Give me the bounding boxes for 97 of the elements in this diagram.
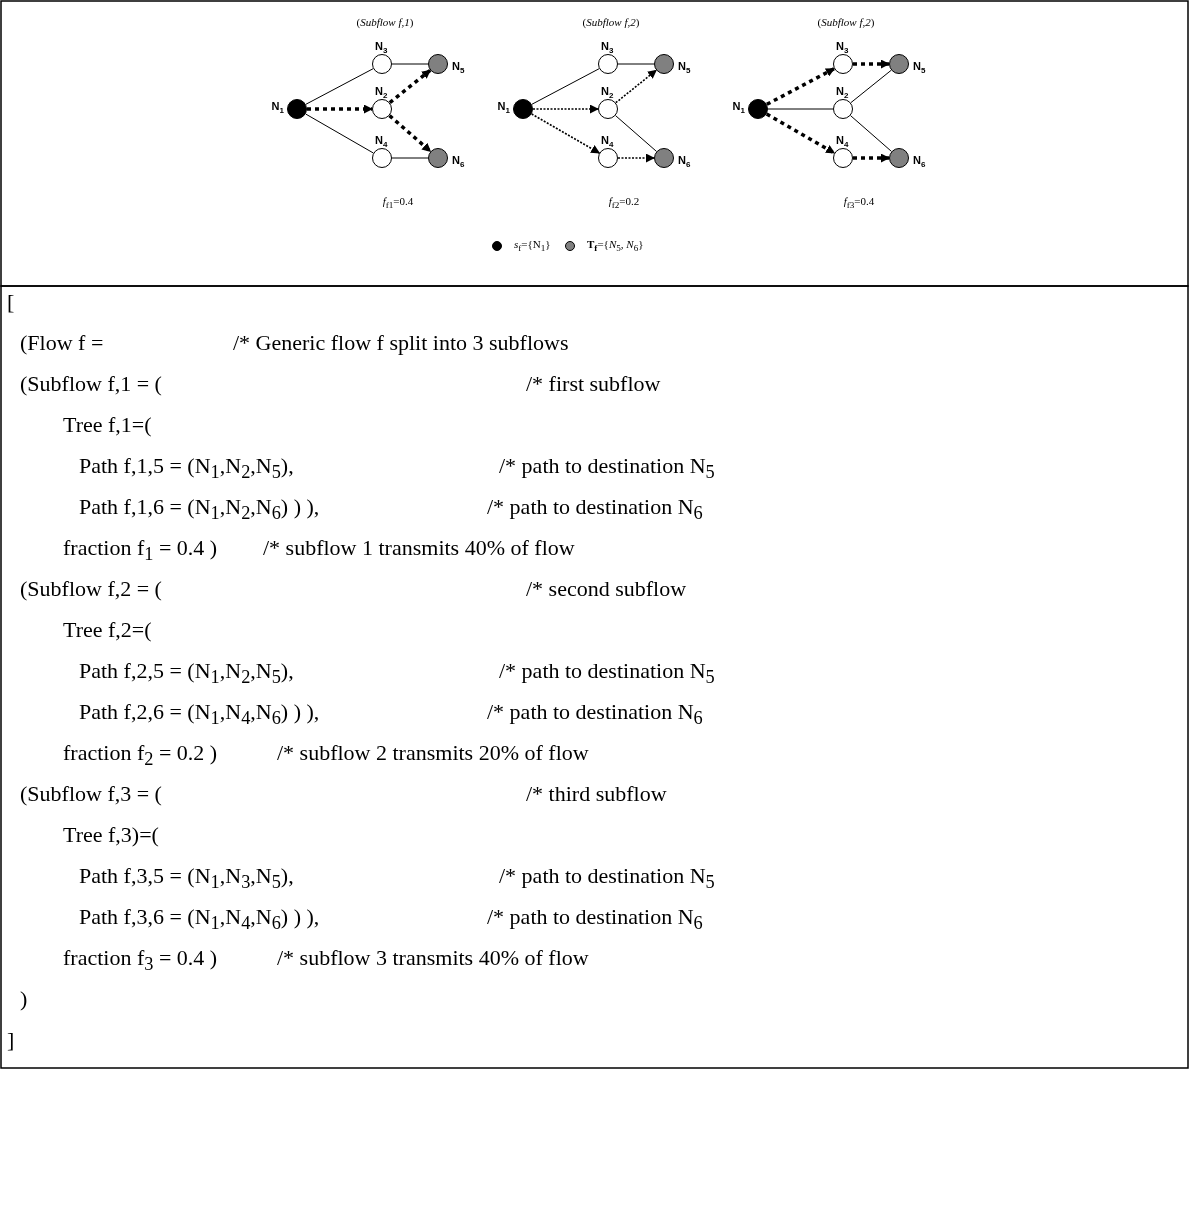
node-circle xyxy=(287,99,307,119)
node-label: N$_{2}$ xyxy=(601,85,614,103)
node-circle xyxy=(654,54,674,74)
code-line: /* path to destination N$_{6}$ xyxy=(487,700,703,729)
code-line: ] xyxy=(7,1028,15,1053)
node-circle xyxy=(598,148,618,168)
code-line: /* second subflow xyxy=(526,577,687,602)
code-line: /* path to destination N$_{5}$ xyxy=(499,454,715,483)
code-line: ) xyxy=(20,987,28,1012)
node-circle xyxy=(833,99,853,119)
fraction-caption: f$_{f1}$=0.4 xyxy=(382,195,414,211)
node-label: N$_{4}$ xyxy=(375,134,388,152)
legend-text: s$_{f}$={N$_{1}$} xyxy=(514,238,551,254)
code-line: /* subflow 2 transmits 20% of flow xyxy=(277,741,589,766)
graph-title: (Subflow f,2) xyxy=(817,16,875,29)
node-label: N$_{1}$ xyxy=(271,100,284,118)
arrow xyxy=(615,69,657,104)
node-circle xyxy=(654,148,674,168)
code-line: Path f,3,6 = (N$_{1}$,N$_{4}$,N$_{6}$) ) ), xyxy=(79,905,320,934)
legend-text: T$_{f}$={N$_{5}$, N$_{6}$} xyxy=(587,238,644,254)
code-line: /* path to destination N$_{6}$ xyxy=(487,495,703,524)
code-line: fraction f$_{1}$ = 0.4 ) xyxy=(63,536,218,565)
graph-title: (Subflow f,1) xyxy=(356,16,414,29)
node-label: N$_{4}$ xyxy=(836,134,849,152)
link-line xyxy=(391,63,429,65)
node-label: N$_{2}$ xyxy=(375,85,388,103)
code-line: /* path to destination N$_{5}$ xyxy=(499,864,715,893)
node-circle xyxy=(748,99,768,119)
link-line xyxy=(391,157,429,159)
node-label: N$_{1}$ xyxy=(497,100,510,118)
code-line: fraction f$_{2}$ = 0.2 ) xyxy=(63,741,218,770)
fraction-caption: f$_{f2}$=0.2 xyxy=(608,195,640,211)
node-circle xyxy=(372,148,392,168)
arrow xyxy=(765,112,836,155)
node-circle xyxy=(513,99,533,119)
code-line: (Subflow f,3 = ( xyxy=(20,782,162,807)
arrow xyxy=(307,104,373,114)
code-line: [ xyxy=(7,290,15,315)
node-circle xyxy=(372,99,392,119)
code-line: fraction f$_{3}$ = 0.4 ) xyxy=(63,946,218,975)
node-circle xyxy=(428,54,448,74)
node-label: N$_{3}$ xyxy=(601,40,614,58)
code-line: Path f,2,5 = (N$_{1}$,N$_{2}$,N$_{5}$), xyxy=(79,659,294,688)
code-line: Path f,2,6 = (N$_{1}$,N$_{4}$,N$_{6}$) ) ), xyxy=(79,700,320,729)
link-line xyxy=(305,113,374,154)
node-circle xyxy=(428,148,448,168)
node-circle xyxy=(372,54,392,74)
node-label: N$_{3}$ xyxy=(836,40,849,58)
arrow xyxy=(766,67,835,106)
link-line xyxy=(531,68,600,105)
arrow xyxy=(853,153,890,163)
node-label: N$_{5}$ xyxy=(678,60,691,78)
code-line: Path f,1,6 = (N$_{1}$,N$_{2}$,N$_{6}$) ) ), xyxy=(79,495,320,524)
node-circle xyxy=(889,148,909,168)
arrow xyxy=(388,114,432,153)
code-line: (Flow f = xyxy=(20,331,104,356)
node-label: N$_{5}$ xyxy=(452,60,465,78)
arrow xyxy=(388,68,432,105)
code-line: Path f,1,5 = (N$_{1}$,N$_{2}$,N$_{5}$), xyxy=(79,454,294,483)
node-label: N$_{6}$ xyxy=(452,154,465,172)
arrow xyxy=(853,59,890,69)
code-line: /* subflow 3 transmits 40% of flow xyxy=(277,946,589,971)
code-line: Tree f,1=( xyxy=(63,413,152,438)
node-label: N$_{6}$ xyxy=(913,154,926,172)
link-line xyxy=(305,68,374,105)
code-line: /* path to destination N$_{6}$ xyxy=(487,905,703,934)
code-line: /* subflow 1 transmits 40% of flow xyxy=(263,536,575,561)
arrow xyxy=(532,104,599,114)
code-line: /* Generic flow f split into 3 subflows xyxy=(233,331,569,356)
link-line xyxy=(850,69,892,104)
link-line xyxy=(850,115,892,152)
node-circle xyxy=(833,54,853,74)
node-circle xyxy=(833,148,853,168)
node-circle xyxy=(598,99,618,119)
code-line: Tree f,3)=( xyxy=(63,823,159,848)
link-line xyxy=(617,63,655,65)
graph-title: (Subflow f,2) xyxy=(582,16,640,29)
code-line: /* path to destination N$_{5}$ xyxy=(499,659,715,688)
arrow xyxy=(617,153,655,163)
code-line: (Subflow f,2 = ( xyxy=(20,577,162,602)
fraction-caption: f$_{f3}$=0.4 xyxy=(843,195,875,211)
code-line: Path f,3,5 = (N$_{1}$,N$_{3}$,N$_{5}$), xyxy=(79,864,294,893)
node-label: N$_{2}$ xyxy=(836,85,849,103)
node-circle xyxy=(889,54,909,74)
link-line xyxy=(767,108,834,110)
code-line: (Subflow f,1 = ( xyxy=(20,372,162,397)
node-label: N$_{5}$ xyxy=(913,60,926,78)
node-label: N$_{1}$ xyxy=(732,100,745,118)
code-line: Tree f,2=( xyxy=(63,618,152,643)
node-label: N$_{4}$ xyxy=(601,134,614,152)
node-circle xyxy=(598,54,618,74)
arrow xyxy=(530,113,601,154)
node-label: N$_{6}$ xyxy=(678,154,691,172)
link-line xyxy=(615,115,657,152)
code-line: /* first subflow xyxy=(526,372,661,397)
code-line: /* third subflow xyxy=(526,782,667,807)
node-label: N$_{3}$ xyxy=(375,40,388,58)
